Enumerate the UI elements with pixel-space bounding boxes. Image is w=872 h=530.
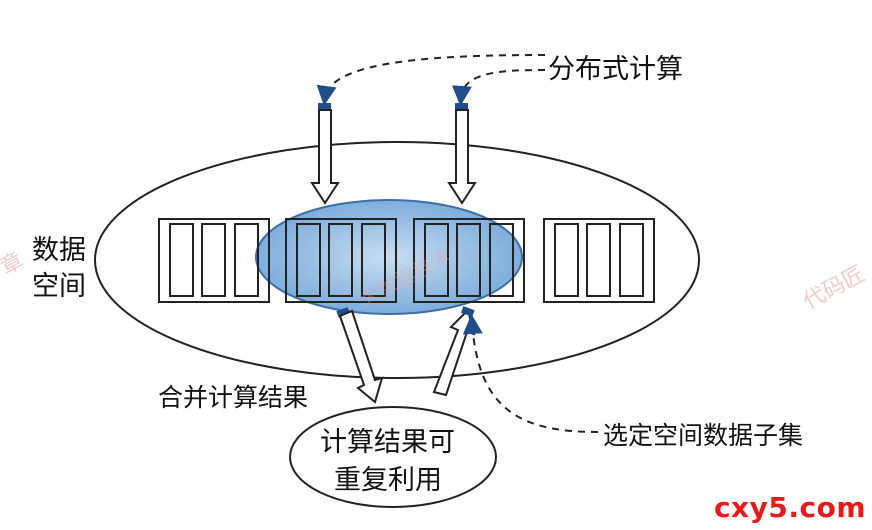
compute-arrow-left: [310, 103, 340, 205]
dashed-link-compute-left: [316, 54, 546, 106]
label-reusable-line1: 计算结果可: [320, 427, 455, 458]
dashed-link-compute-right: [451, 69, 546, 106]
label-data-space-line1: 数据: [32, 235, 86, 266]
label-reusable-line2: 重复利用: [334, 465, 442, 496]
merge-arrow-left: [336, 307, 384, 404]
label-select-subset: 选定空间数据子集: [603, 421, 804, 450]
data-block-2: [285, 218, 397, 303]
data-block-4: [543, 218, 655, 303]
label-merge-results: 合并计算结果: [158, 383, 309, 412]
compute-arrow-right: [447, 103, 477, 205]
selected-subset-highlight: [255, 199, 523, 315]
label-distributed-compute: 分布式计算: [548, 54, 683, 85]
data-block-3: [413, 218, 525, 303]
data-block-1: [158, 218, 270, 303]
brand-logo-text: cxy5.com: [713, 491, 866, 524]
reusable-results-ellipse: [289, 406, 497, 508]
label-data-space-line2: 空间: [32, 271, 86, 302]
dashed-link-select: [462, 314, 599, 433]
